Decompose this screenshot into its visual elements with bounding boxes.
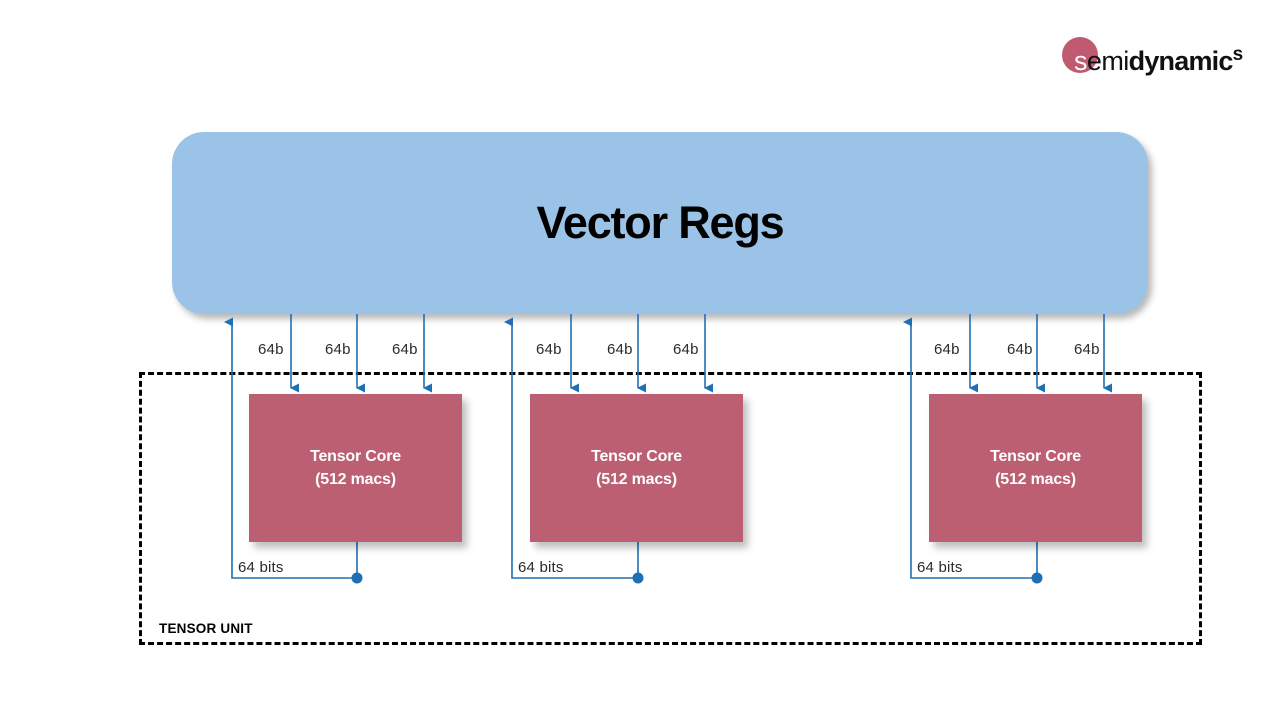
logo-text-dynamic: dynamic bbox=[1128, 46, 1234, 76]
bus-label-in-3: 64b bbox=[536, 341, 562, 358]
tensor-core-1-spec: (512 macs) bbox=[596, 471, 677, 488]
bus-label-in-0: 64b bbox=[258, 341, 284, 358]
tensor-core-2: Tensor Core (512 macs) bbox=[929, 394, 1142, 542]
tensor-core-2-name: Tensor Core bbox=[990, 448, 1081, 465]
bus-label-in-8: 64b bbox=[1074, 341, 1100, 358]
vector-regs-block: Vector Regs bbox=[172, 132, 1148, 314]
bus-label-out-1: 64 bits bbox=[518, 559, 564, 576]
vector-regs-title: Vector Regs bbox=[536, 197, 785, 248]
logo-disc-icon bbox=[1062, 37, 1098, 73]
logo-text-superscript: s bbox=[1232, 44, 1244, 65]
tensor-unit-label: TENSOR UNIT bbox=[159, 621, 253, 636]
tensor-core-1-name: Tensor Core bbox=[591, 448, 682, 465]
bus-label-in-6: 64b bbox=[934, 341, 960, 358]
bus-label-in-5: 64b bbox=[673, 341, 699, 358]
semidynamics-logo: semidynamics bbox=[1062, 33, 1262, 81]
tensor-core-0-name: Tensor Core bbox=[310, 448, 401, 465]
tensor-unit-boundary bbox=[139, 372, 1202, 645]
tensor-core-0-spec: (512 macs) bbox=[315, 471, 396, 488]
tensor-core-0: Tensor Core (512 macs) bbox=[249, 394, 462, 542]
logo-wordmark: semidynamics bbox=[1074, 38, 1243, 78]
logo-text-emi: emi bbox=[1086, 46, 1129, 76]
tensor-core-2-spec: (512 macs) bbox=[995, 471, 1076, 488]
bus-label-out-2: 64 bits bbox=[917, 559, 963, 576]
logo-text-s: s bbox=[1074, 46, 1088, 76]
tensor-core-1: Tensor Core (512 macs) bbox=[530, 394, 743, 542]
bus-label-in-4: 64b bbox=[607, 341, 633, 358]
bus-label-in-7: 64b bbox=[1007, 341, 1033, 358]
bus-label-in-2: 64b bbox=[392, 341, 418, 358]
bus-label-in-1: 64b bbox=[325, 341, 351, 358]
bus-label-out-0: 64 bits bbox=[238, 559, 284, 576]
